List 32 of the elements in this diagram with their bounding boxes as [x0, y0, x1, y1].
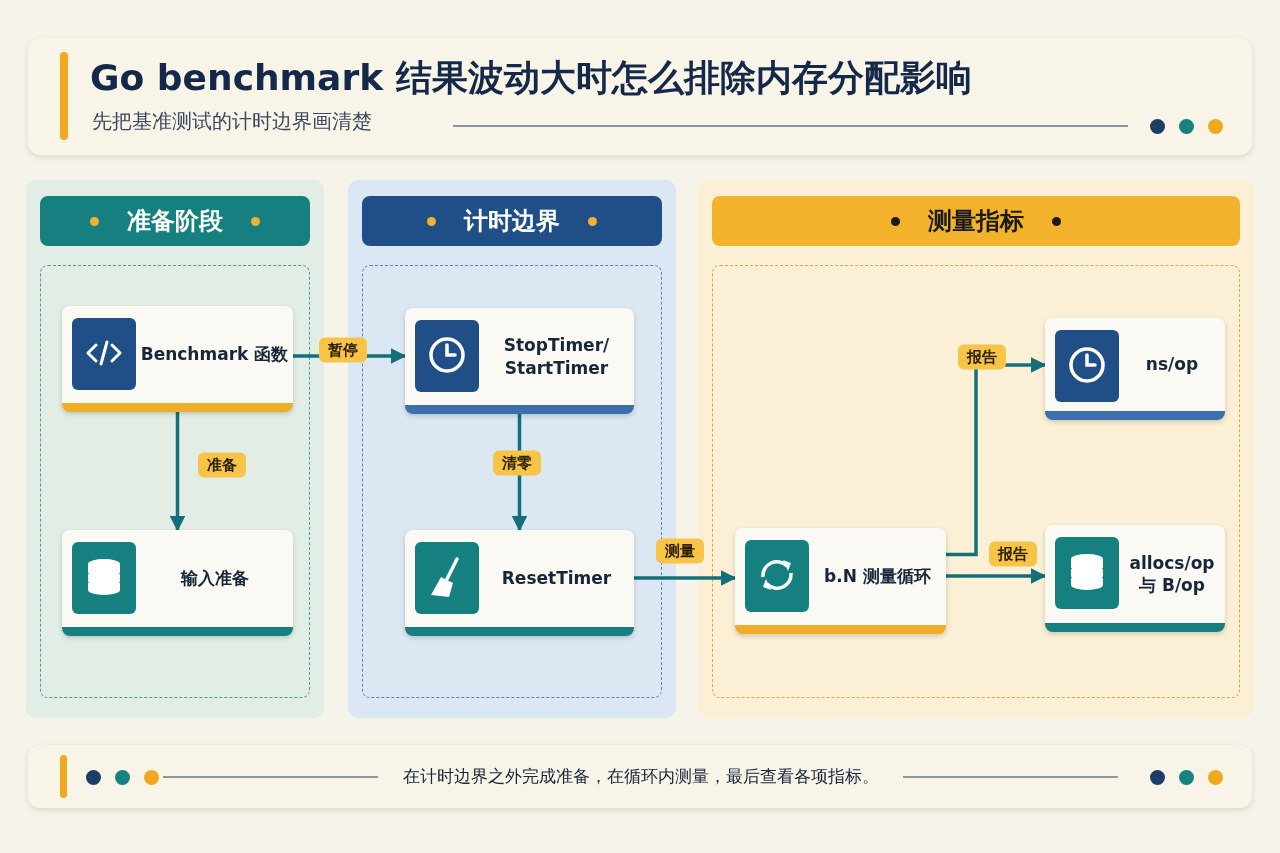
caption: 在计时边界之外完成准备，在循环内测量，最后查看各项指标。: [401, 765, 880, 788]
node-label: ResetTimer: [501, 567, 612, 590]
stage-panel: [26, 180, 324, 718]
stage-panel: [698, 180, 1254, 718]
arrow: [946, 357, 1047, 557]
edge-label: 报告: [989, 541, 1037, 567]
node-label: b.N 测量循环: [824, 565, 931, 588]
process-box: [735, 528, 946, 634]
node-label: ns/op: [1145, 353, 1199, 376]
process-box: [405, 308, 634, 414]
edge-label: 测量: [656, 538, 704, 564]
process-box: [62, 530, 293, 636]
edge-label: 清零: [493, 450, 541, 476]
node-label: StopTimer/ StartTimer: [502, 334, 611, 379]
subtitle: 先把基准测试的计时边界画清楚: [92, 108, 372, 135]
edge-label: 报告: [958, 344, 1006, 370]
process-box: [1045, 525, 1225, 632]
edge-label: 准备: [198, 452, 246, 478]
node-label: allocs/op 与 B/op: [1128, 551, 1216, 597]
arrow: [946, 568, 1047, 584]
heading-text: 准备阶段: [127, 206, 223, 237]
heading-text: 测量指标: [928, 206, 1024, 237]
process-box: [405, 530, 634, 636]
edge-label: 暂停: [319, 337, 367, 363]
process-box: [62, 306, 293, 412]
title: Go benchmark 结果波动大时怎么排除内存分配影响: [90, 56, 972, 100]
heading-text: 计时边界: [464, 206, 560, 237]
arrow: [169, 412, 186, 532]
process-box: [1045, 318, 1225, 420]
node-label: Benchmark 函数: [140, 343, 289, 366]
arrow: [634, 570, 737, 586]
node-label: 输入准备: [180, 567, 249, 590]
